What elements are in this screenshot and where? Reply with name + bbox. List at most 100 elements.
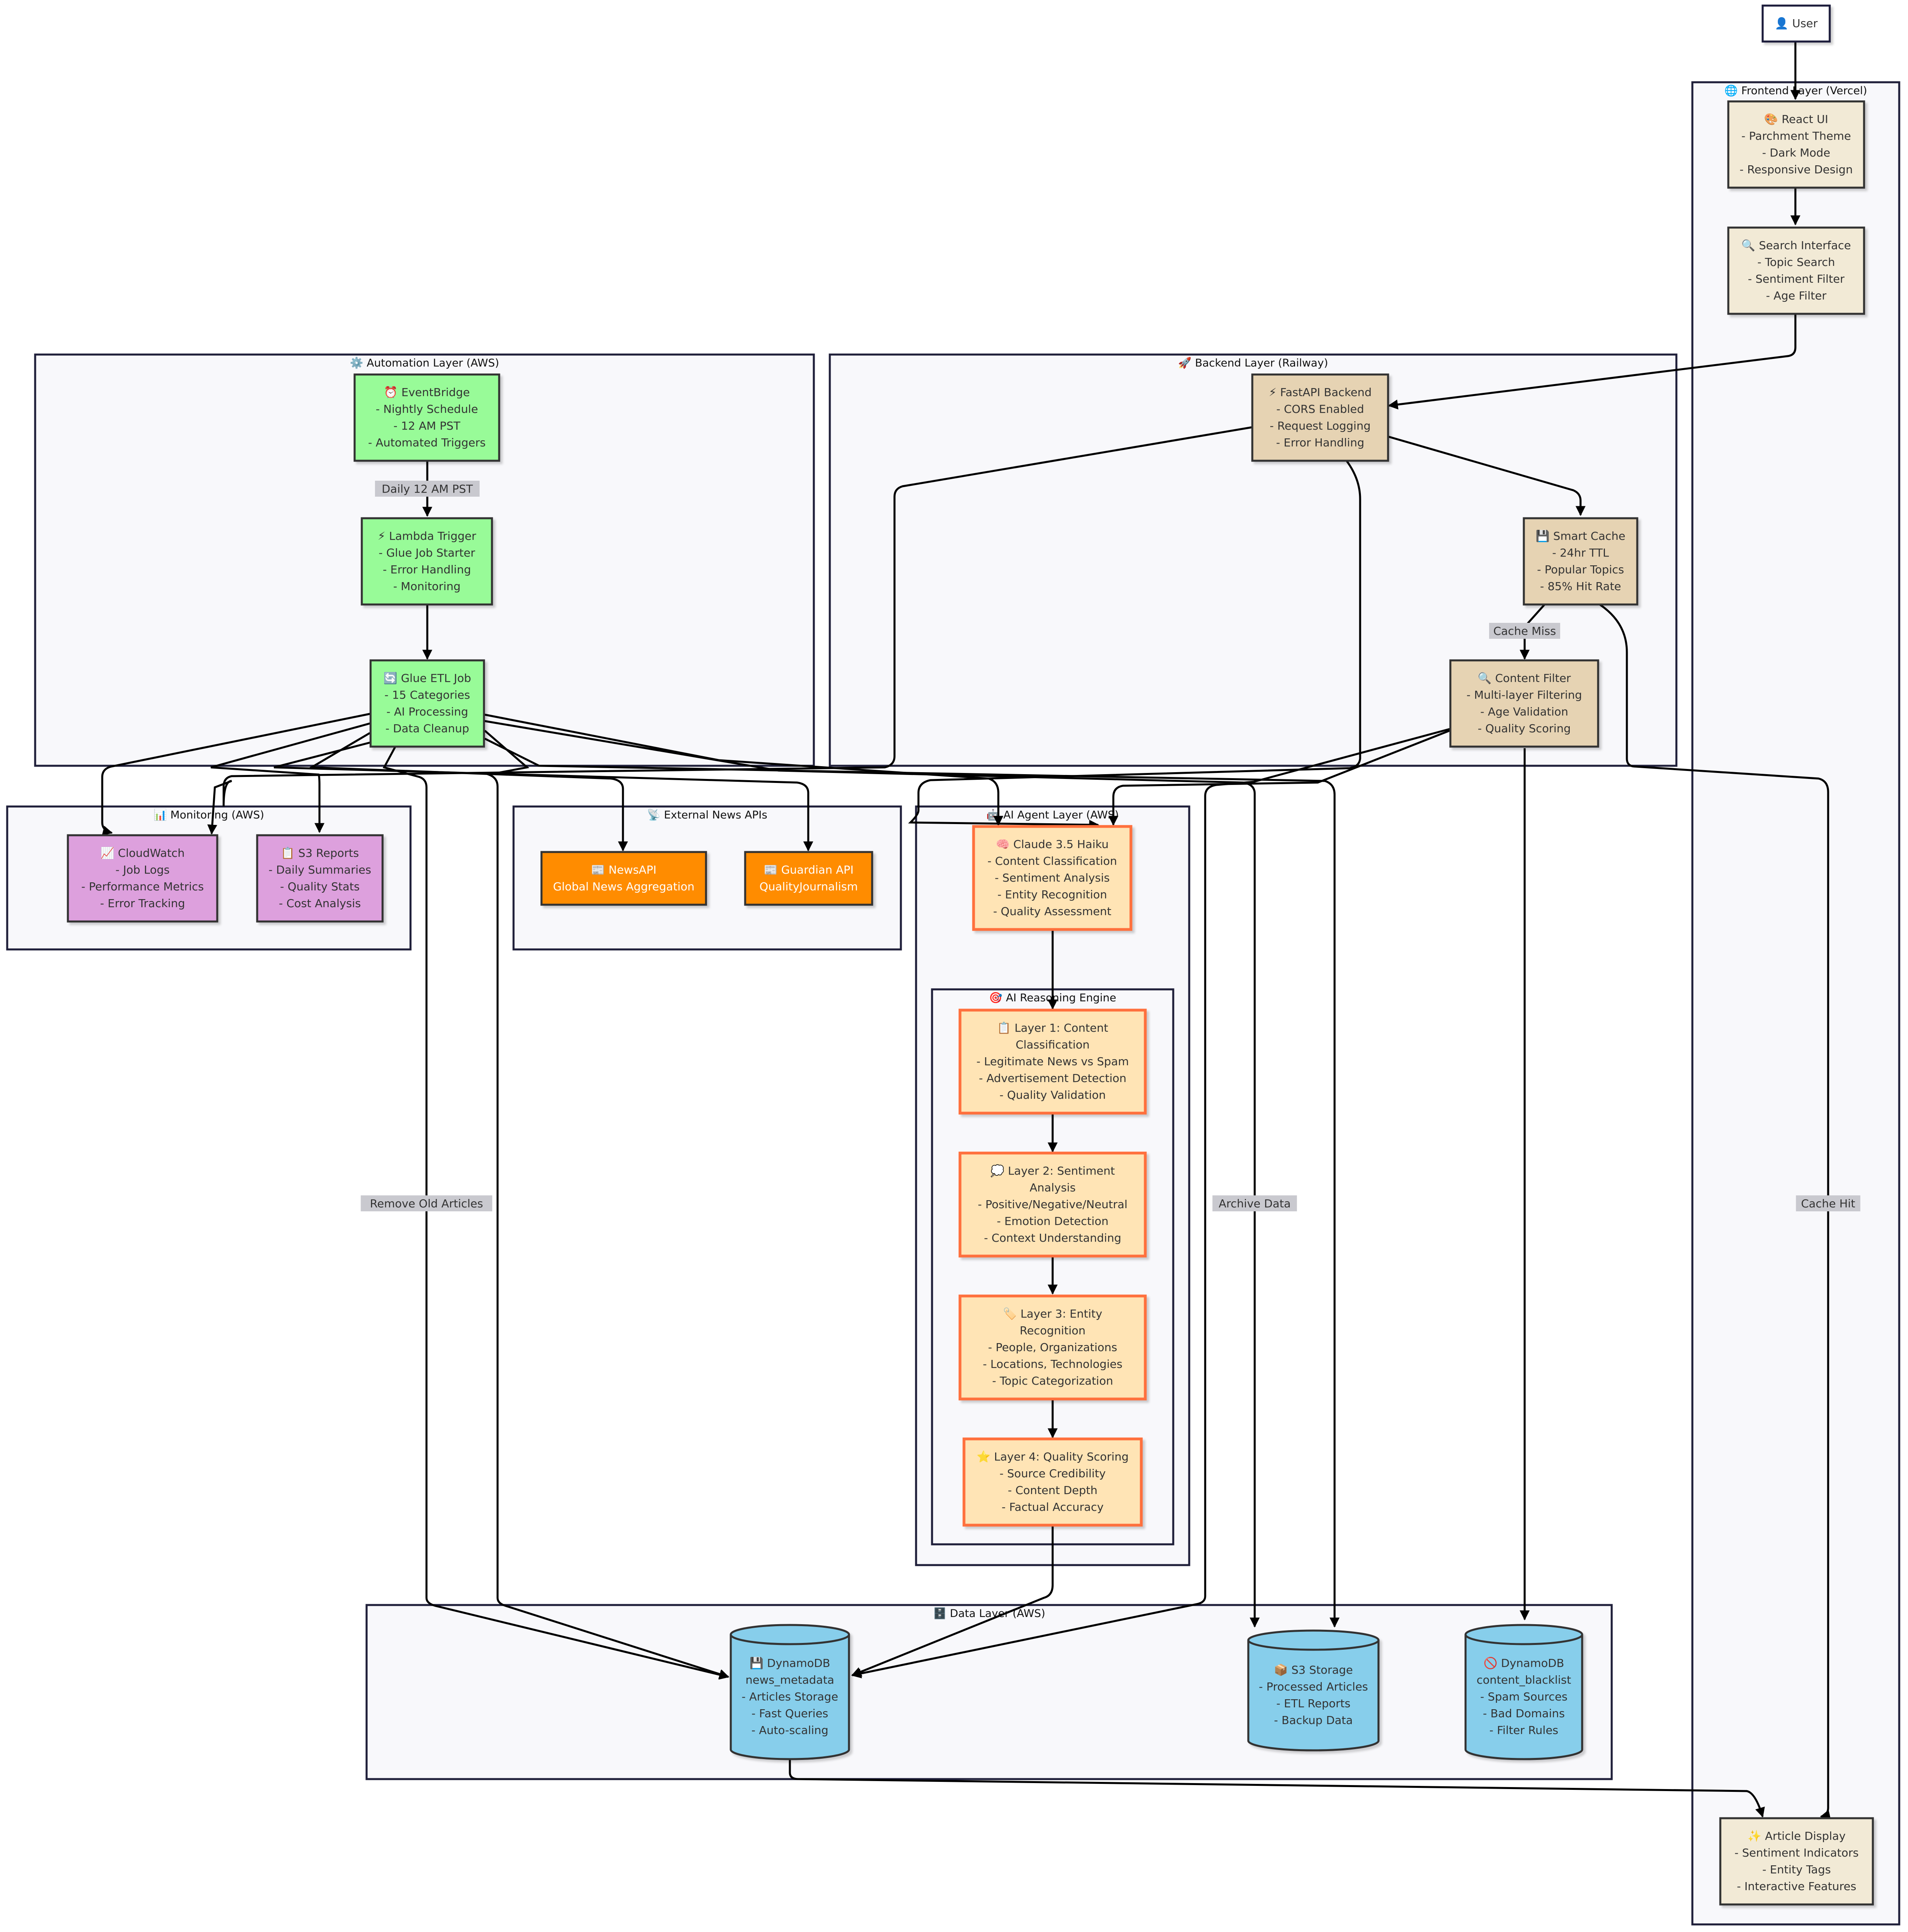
node-article-display: ✨ Article Display - Sentiment Indicators -… <box>1719 1817 1874 1906</box>
node-line: Recognition <box>1020 1324 1086 1337</box>
cluster-title: 📊 Monitoring (AWS) <box>153 808 264 821</box>
node-eventbridge: ⏰ EventBridge- Nightly Schedule- 12 AM P… <box>353 373 500 462</box>
node-line: - Error Handling <box>1276 436 1365 449</box>
node-s3-reports: 📋 S3 Reports- Daily Summaries- Quality S… <box>256 834 384 923</box>
svg-text:Archive Data: Archive Data <box>1219 1197 1291 1210</box>
node-line: - Topic Categorization <box>992 1374 1113 1387</box>
edge-glue-remove-old-articles <box>383 746 730 1680</box>
node-line: - Entity Recognition <box>998 888 1107 901</box>
node-line: - Auto-scaling <box>752 1724 829 1737</box>
node-line: 🔍 Search Interface <box>1741 238 1851 252</box>
node-line: - Multi-layer Filtering <box>1466 688 1582 701</box>
node-react-ui: 🎨 React UI- Parchment Theme- Dark Mode- … <box>1727 100 1865 189</box>
edge-label-archive: Archive Data <box>1212 1195 1297 1211</box>
node-line: 🏷️ Layer 3: Entity <box>1003 1307 1103 1320</box>
node-line: - Locations, Technologies <box>983 1357 1123 1371</box>
node-line: - Sentiment Indicators <box>1735 1846 1859 1859</box>
node-cache: 💾 Smart Cache- 24hr TTL- Popular Topics-… <box>1523 517 1638 606</box>
node-cloudwatch: 📈 CloudWatch- Job Logs- Performance Metr… <box>67 834 218 923</box>
node-line: Analysis <box>1029 1181 1075 1194</box>
node-line: - Bad Domains <box>1483 1707 1565 1720</box>
node-line: - Advertisement Detection <box>979 1072 1126 1085</box>
node-claude: 🧠 Claude 3.5 Haiku - Content Classificati… <box>972 825 1133 931</box>
node-line: - Responsive Design <box>1739 163 1852 176</box>
node-line: - Sentiment Filter <box>1748 272 1845 285</box>
edge-glue-to-newsapi <box>308 732 628 852</box>
cluster-title: 📡 External News APIs <box>647 808 767 821</box>
node-line: - People, Organizations <box>988 1341 1117 1354</box>
node-line: ⭐ Layer 4: Quality Scoring <box>977 1450 1129 1463</box>
node-line: - Nightly Schedule <box>376 402 478 416</box>
node-line: 💭 Layer 2: Sentiment <box>990 1164 1115 1177</box>
svg-text:Cache Miss: Cache Miss <box>1493 624 1556 638</box>
node-line: news_metadata <box>746 1673 834 1686</box>
node-line: 💾 DynamoDB <box>750 1657 830 1670</box>
node-line: ✨ Article Display <box>1747 1829 1846 1843</box>
node-line: - AI Processing <box>387 705 468 718</box>
node-line: Classification <box>1015 1038 1089 1051</box>
node-line: - Parchment Theme <box>1741 129 1851 143</box>
node-line: - Filter Rules <box>1490 1724 1559 1737</box>
node-line: - 12 AM PST <box>393 419 460 432</box>
edge-content-filter-to-dynamo <box>851 728 1450 1678</box>
edge-label-cache-hit: Cache Hit <box>1796 1195 1860 1211</box>
node-line: - Automated Triggers <box>368 436 486 449</box>
cluster-title: 🤖 AI Agent Layer (AWS) <box>986 808 1119 821</box>
edge-label-daily: Daily 12 AM PST <box>375 481 480 497</box>
edge-search-to-fastapi <box>1388 314 1797 410</box>
node-line: - Context Understanding <box>984 1231 1121 1244</box>
node-line: - Entity Tags <box>1762 1863 1831 1876</box>
node-line: - Cost Analysis <box>279 897 361 910</box>
node-line: - Processed Articles <box>1259 1680 1368 1693</box>
edge-fastapi-to-dynamo <box>207 426 1253 835</box>
node-line: - ETL Reports <box>1276 1697 1351 1710</box>
node-line: 🧠 Claude 3.5 Haiku <box>996 838 1109 851</box>
node-line: - Glue Job Starter <box>379 546 475 559</box>
cluster-title: 🗄️ Data Layer (AWS) <box>933 1607 1045 1620</box>
node-line: - Data Cleanup <box>385 722 469 735</box>
node-line: 🎨 React UI <box>1764 112 1828 126</box>
node-newsapi: 📰 NewsAPI Global News Aggregation <box>540 851 707 906</box>
node-line: 📰 NewsAPI <box>591 863 656 876</box>
cluster-frontend: 🌐 Frontend Layer (Vercel) <box>1691 81 1900 1926</box>
node-line: - Articles Storage <box>742 1690 838 1703</box>
node-line: 📋 Layer 1: Content <box>997 1021 1108 1034</box>
edge-cache-hit-to-article-display <box>1599 603 1831 1820</box>
node-line: ⚡ FastAPI Backend <box>1269 386 1372 399</box>
node-line: - Content Classification <box>988 854 1117 868</box>
edge-glue-to-s3-storage <box>484 737 1340 1628</box>
edge-dynamo-to-article-display <box>789 1759 1765 1818</box>
node-line: - Error Tracking <box>100 897 185 910</box>
node-search: 🔍 Search Interface - Topic Search - Sentim… <box>1727 226 1865 315</box>
edge-layer4-to-dynamo <box>851 1526 1054 1677</box>
node-s3-storage: 📦 S3 Storage - Processed Articles - ETL Re… <box>1247 1629 1380 1752</box>
svg-text:Daily 12 AM PST: Daily 12 AM PST <box>382 482 473 495</box>
node-content-filter: 🔍 Content Filter- Multi-layer Filtering-… <box>1449 659 1599 748</box>
node-line: 📦 S3 Storage <box>1274 1663 1353 1676</box>
node-line: Global News Aggregation <box>553 880 694 893</box>
cluster-title: ⚙️ Automation Layer (AWS) <box>350 357 499 369</box>
node-line: - Interactive Features <box>1737 1880 1856 1893</box>
node-line: - Monitoring <box>393 580 461 593</box>
node-fastapi: ⚡ FastAPI Backend- CORS Enabled- Request… <box>1251 373 1389 462</box>
node-line: - Error Handling <box>383 563 471 576</box>
node-line: - 85% Hit Rate <box>1540 580 1621 593</box>
node-line: 👤 User <box>1775 17 1818 30</box>
edge-fastapi-to-claude-path <box>908 460 1361 830</box>
node-line: QualityJournalism <box>760 880 858 893</box>
node-line: 📈 CloudWatch <box>101 846 185 860</box>
node-line: 🚫 DynamoDB <box>1484 1657 1564 1670</box>
node-line: - Source Credibility <box>1000 1467 1106 1480</box>
node-line: - Content Depth <box>1008 1484 1098 1497</box>
node-line: - Sentiment Analysis <box>995 871 1110 884</box>
edge-label-cache-miss: Cache Miss <box>1489 623 1560 639</box>
edge-glue-to-guardian <box>274 741 813 852</box>
node-line: - 24hr TTL <box>1552 546 1609 559</box>
node-line: - CORS Enabled <box>1276 402 1364 416</box>
cluster-data: 🗄️ Data Layer (AWS) <box>365 1604 1613 1780</box>
node-line: - Topic Search <box>1757 256 1835 269</box>
